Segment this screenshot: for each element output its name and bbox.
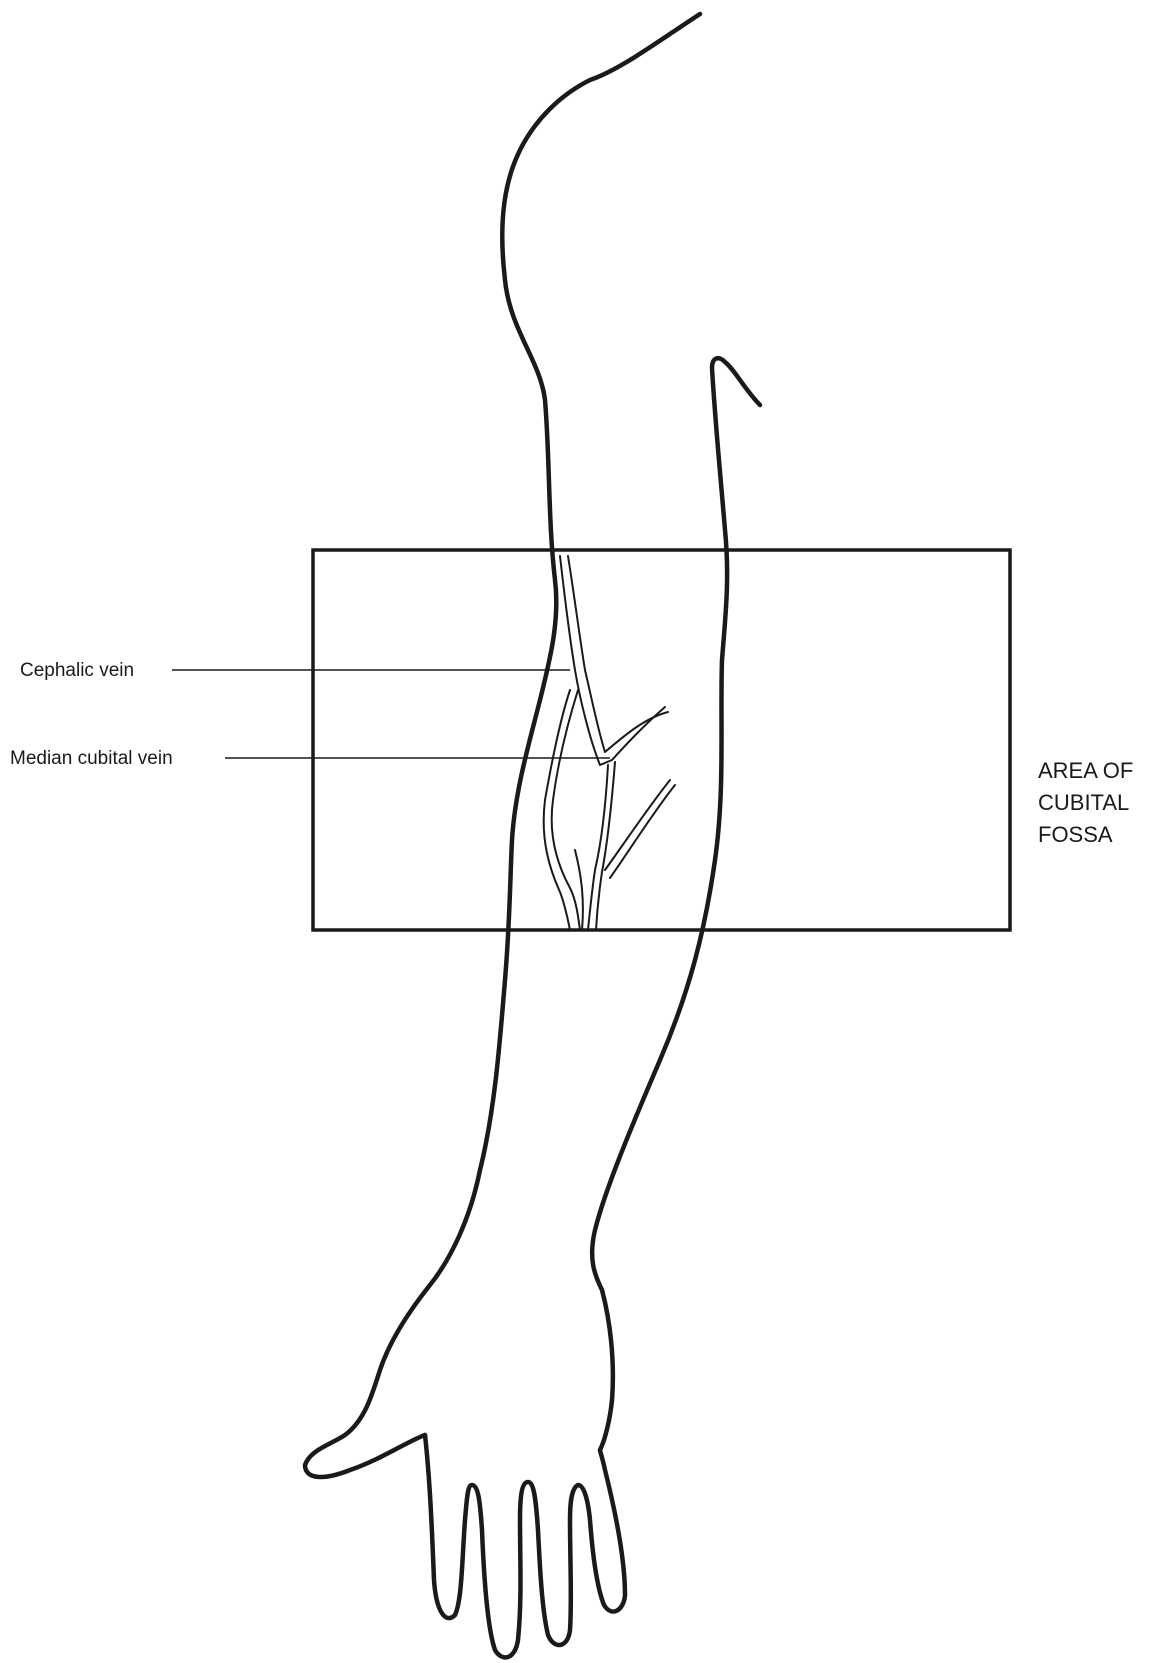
- arm-outline-right: [592, 358, 760, 1450]
- cephalic-vein-label: Cephalic vein: [20, 660, 134, 681]
- area-label-line-3: FOSSA: [1038, 822, 1113, 847]
- cephalic-vein-line: [560, 556, 665, 765]
- cephalic-vein-line-2: [568, 556, 668, 752]
- median-cubital-vein-line: [544, 690, 570, 930]
- area-label-line-2: CUBITAL: [1038, 790, 1129, 815]
- hand-fingers: [425, 1435, 625, 1657]
- median-cubital-vein-label: Median cubital vein: [10, 748, 173, 769]
- area-of-cubital-fossa-label: AREA OF CUBITAL FOSSA: [1038, 758, 1133, 847]
- veins: [544, 556, 675, 930]
- ulnar-branch-line-2: [610, 785, 675, 878]
- ulnar-branch-line: [605, 780, 670, 870]
- area-label-line-1: AREA OF: [1038, 758, 1133, 783]
- cubital-fossa-frame: [313, 550, 1010, 930]
- arm-outline-left: [305, 14, 700, 1477]
- median-cubital-vein-line-2: [552, 690, 580, 930]
